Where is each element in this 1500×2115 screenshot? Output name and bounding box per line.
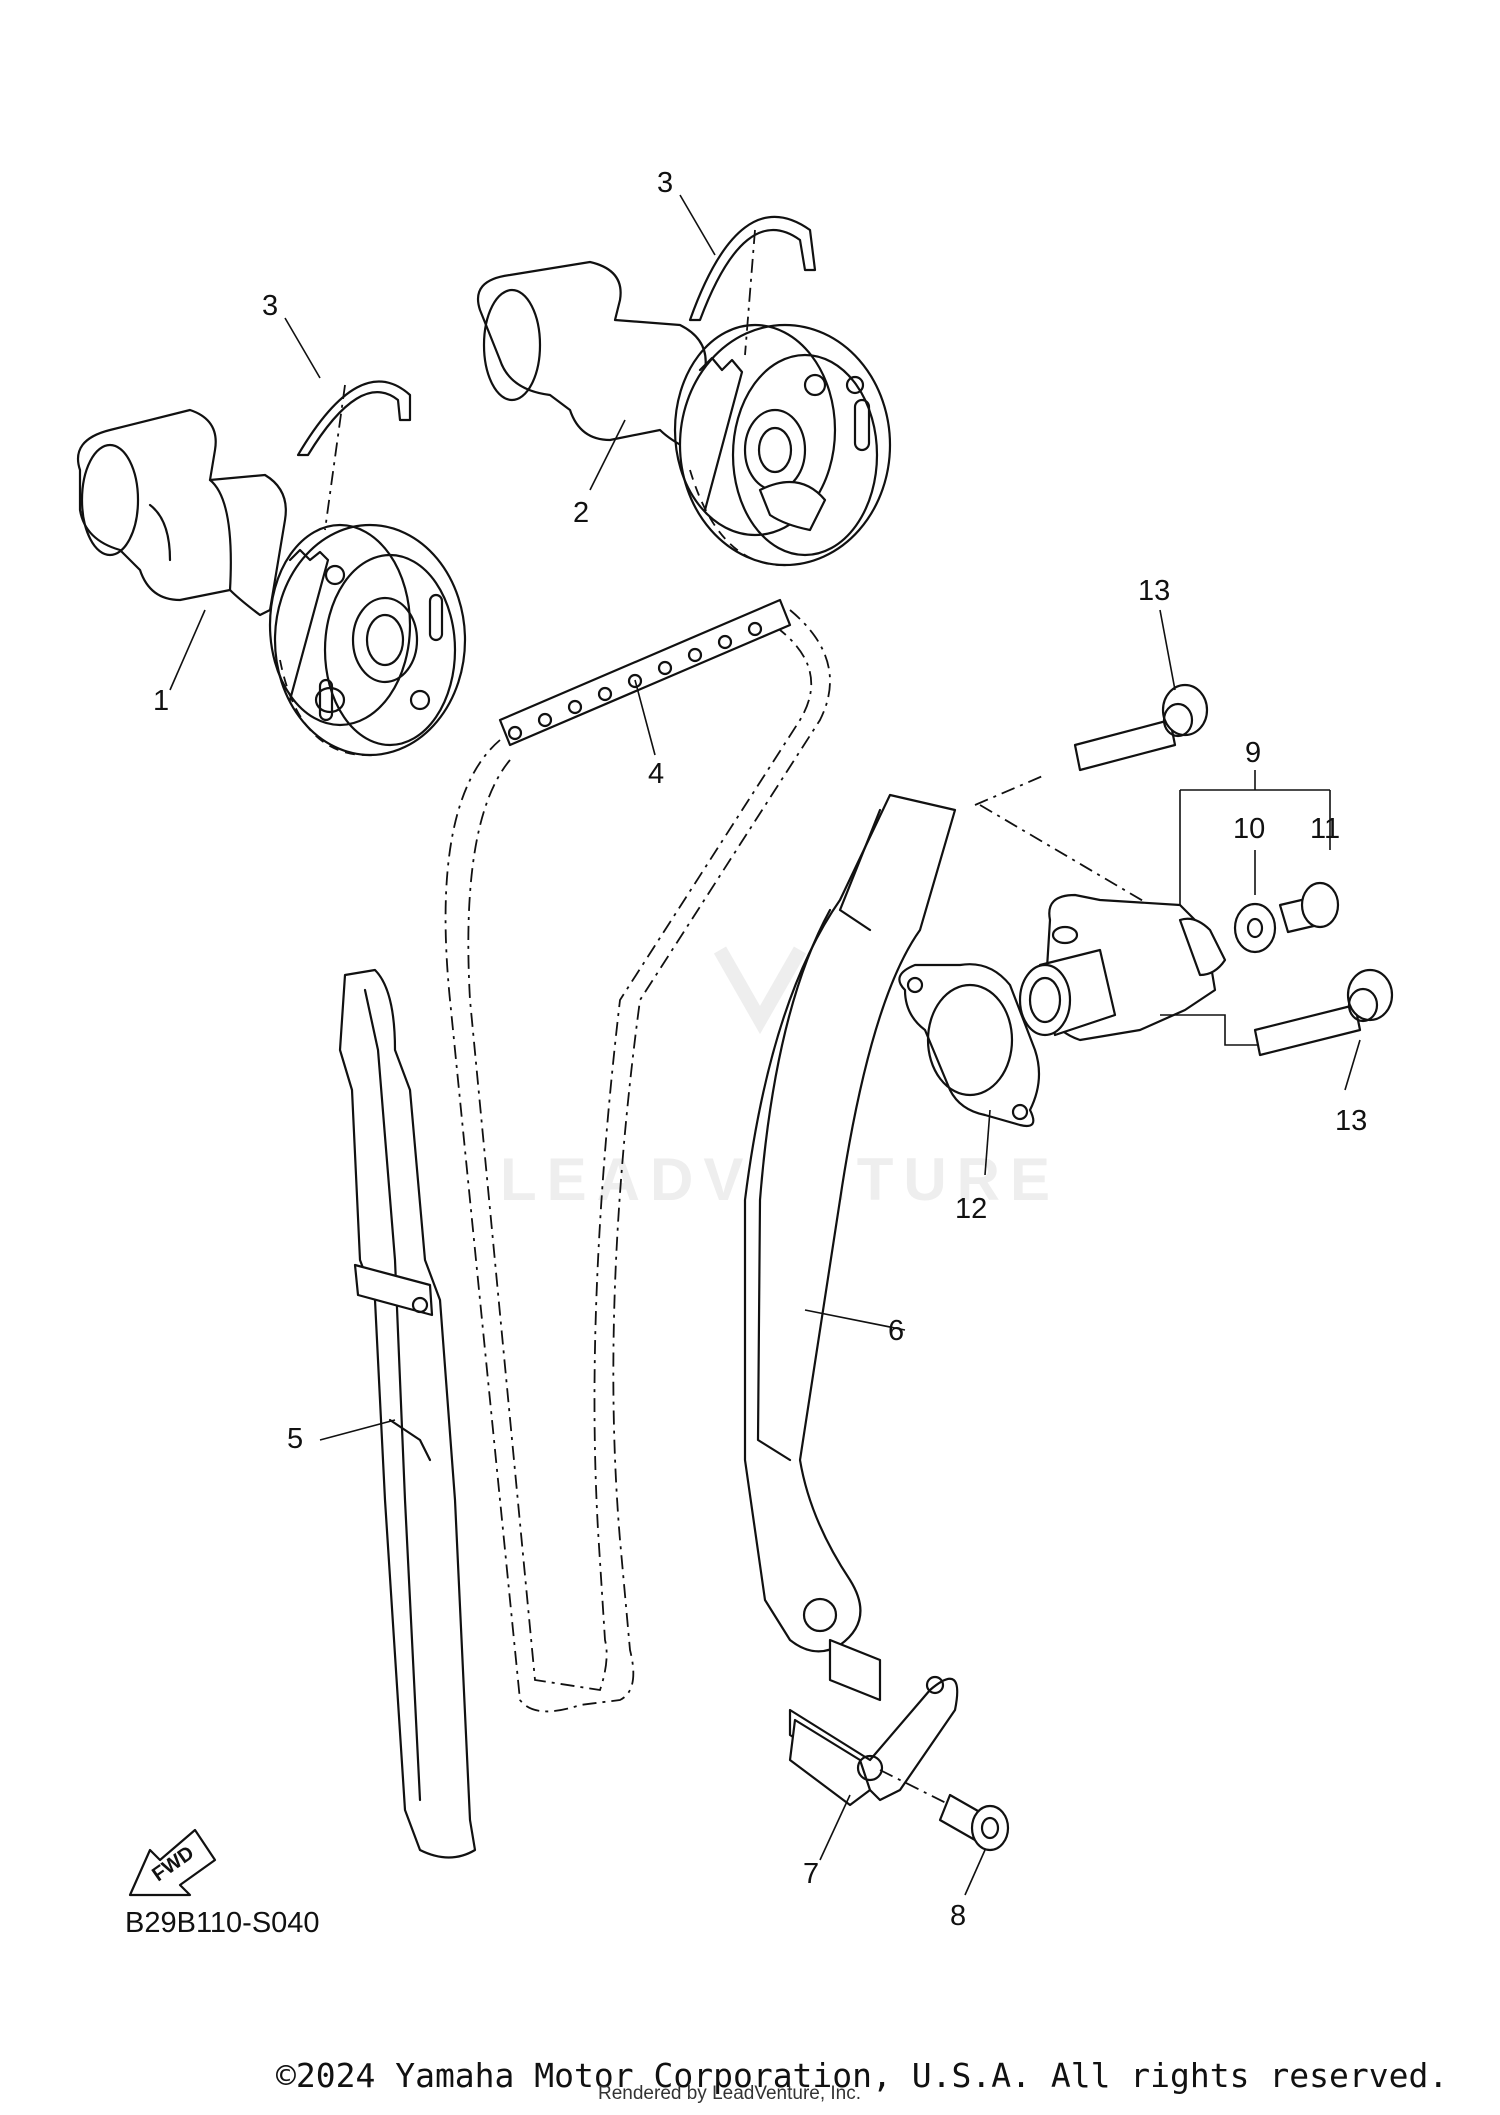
callout-9: 9 [1245,737,1261,769]
callout-6: 6 [888,1315,904,1347]
callout-5: 5 [287,1423,303,1455]
callout-10: 10 [1233,813,1265,845]
part-13-bolt-upper[interactable]: 13 [1073,575,1209,772]
callout-2: 2 [573,497,589,529]
rendered-by-notice: Rendered by LeadVenture, Inc. [598,2083,862,2104]
callout-12: 12 [955,1193,987,1225]
callout-13-lower: 13 [1335,1105,1367,1137]
callout-11: 11 [1310,813,1340,845]
callout-8: 8 [950,1900,966,1932]
part-4-timing-chain[interactable]: 4 [444,598,831,1713]
callout-7: 7 [803,1858,819,1890]
part-7-bracket[interactable]: 7 [788,1638,959,1890]
part-6-tensioner-guide[interactable]: 6 [743,793,957,1653]
callout-3-right: 3 [657,167,673,199]
chain-links [498,598,792,747]
part-1-camshaft[interactable]: 1 [76,408,467,757]
part-10-washer[interactable] [1233,902,1277,954]
part-13-bolt-lower[interactable]: 13 [1253,968,1394,1137]
callout-13-upper: 13 [1138,575,1170,607]
callout-1: 1 [153,685,169,717]
callout-3-left: 3 [262,290,278,322]
part-8-screw[interactable]: 8 [879,1769,1010,1932]
part-9-tensioner-assembly[interactable]: 9 10 11 [974,737,1340,910]
fwd-arrow-icon: FWD [128,1828,217,1897]
tensioner-body[interactable] [1018,893,1265,1046]
callout-4: 4 [648,758,664,790]
part-2-camshaft[interactable]: 2 [477,260,892,567]
part-3-clip-left[interactable]: 3 [262,290,412,531]
copyright-notice: ©2024 Yamaha Motor Corporation, U.S.A. A… [276,2056,1449,2095]
drawing-code: B29B110-S040 [125,1907,320,1939]
part-5-chain-guide[interactable]: 5 [287,968,477,1859]
part-12-gasket[interactable]: 12 [898,963,1041,1225]
part-11-plug-bolt[interactable] [1278,881,1340,934]
part-3-clip-right[interactable]: 3 [657,167,817,356]
